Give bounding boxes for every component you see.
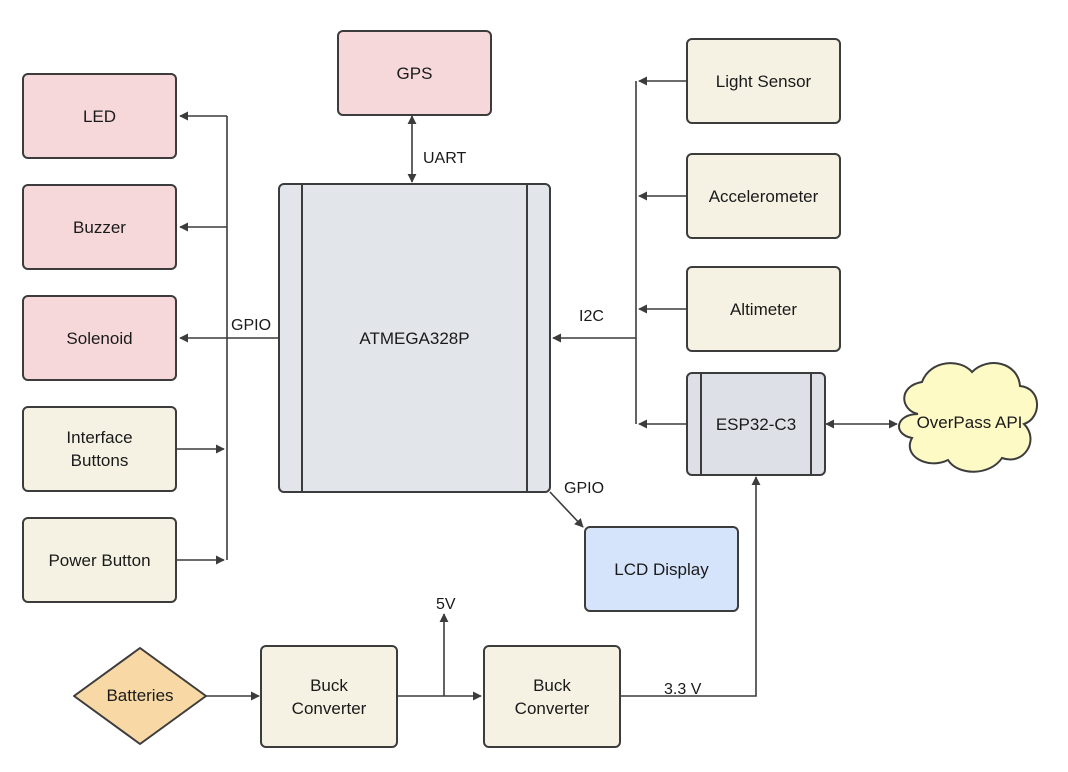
gps-block: GPS	[337, 30, 492, 116]
five-v-label: 5V	[436, 596, 456, 613]
batteries-shape	[73, 647, 207, 745]
interface-buttons-block: Interface Buttons	[22, 406, 177, 492]
buck-converter-2-block: Buck Converter	[483, 645, 621, 748]
mcu-label: ATMEGA328P	[359, 328, 470, 348]
gpio-lcd-label: GPIO	[564, 480, 605, 497]
gpio-left-label: GPIO	[231, 317, 272, 334]
esp32-block: ESP32-C3	[686, 372, 826, 476]
mcu-block: ATMEGA328P	[278, 183, 551, 493]
uart-label: UART	[423, 150, 467, 167]
led-block: LED	[22, 73, 177, 159]
mcu-left-bar	[301, 185, 303, 491]
accelerometer-block: Accelerometer	[686, 153, 841, 239]
buck-converter-1-block: Buck Converter	[260, 645, 398, 748]
esp32-left-bar	[700, 374, 702, 474]
esp32-label: ESP32-C3	[715, 414, 797, 434]
arrow-3v3-to-esp32	[621, 476, 761, 697]
esp32-right-bar	[810, 374, 812, 474]
overpass-cloud-shape	[898, 362, 1038, 473]
light-sensor-block: Light Sensor	[686, 38, 841, 124]
altimeter-block: Altimeter	[686, 266, 841, 352]
three-three-v-label: 3.3 V	[664, 681, 702, 698]
overpass-api-label: OverPass API	[916, 413, 1023, 432]
buzzer-block: Buzzer	[22, 184, 177, 270]
i2c-label: I2C	[579, 308, 604, 325]
power-button-block: Power Button	[22, 517, 177, 603]
batteries-label: Batteries	[106, 686, 174, 705]
lcd-display-block: LCD Display	[584, 526, 739, 612]
mcu-right-bar	[526, 185, 528, 491]
solenoid-block: Solenoid	[22, 295, 177, 381]
arrow-to-lcd	[549, 491, 584, 528]
